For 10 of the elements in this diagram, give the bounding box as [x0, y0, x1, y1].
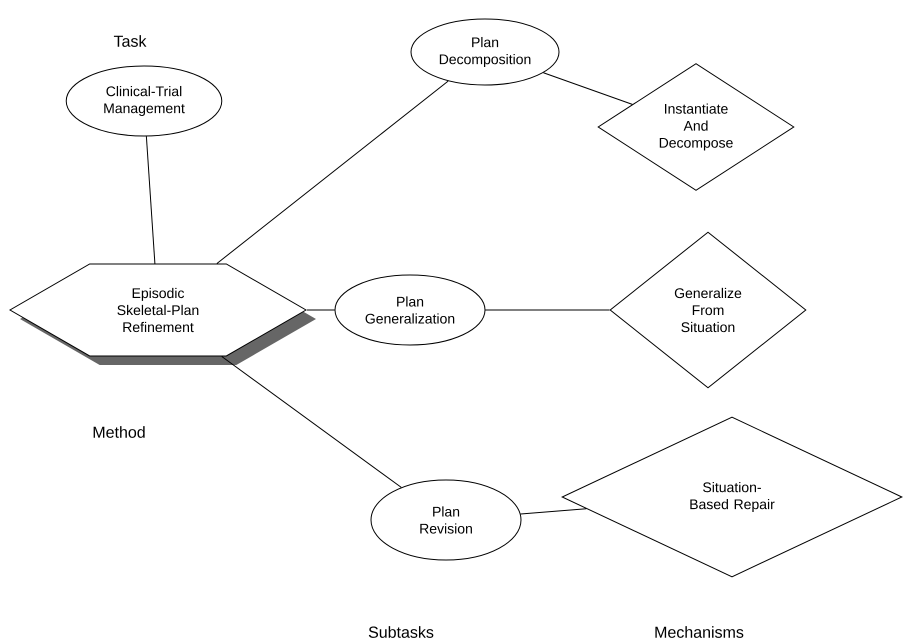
connector-line	[216, 80, 449, 264]
connector-line	[520, 508, 587, 514]
heading-label: Subtasks	[368, 626, 434, 638]
connector-line	[542, 72, 633, 105]
heading-label: Method	[94, 426, 145, 438]
connector-line	[146, 136, 156, 264]
heading-label: Mechanisms	[655, 626, 744, 638]
heading-label: Task	[114, 35, 146, 47]
method-hexagon: Episodic Skeletal-Plan Refinement	[9, 264, 307, 356]
connector-line	[221, 356, 402, 488]
